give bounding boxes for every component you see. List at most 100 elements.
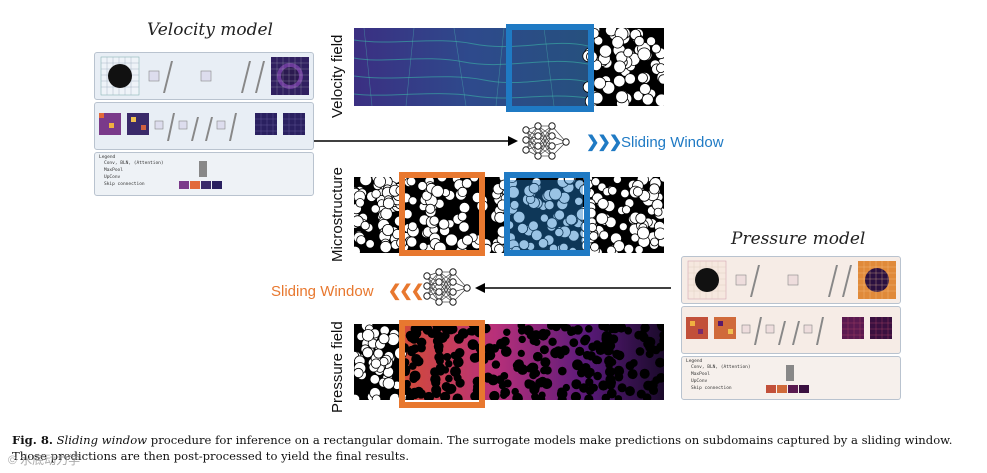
particle (648, 382, 656, 391)
legend-item-conv: Conv, BLN, (Attention) (691, 365, 751, 370)
particle (381, 224, 394, 237)
particle (598, 324, 607, 331)
particle (491, 360, 501, 369)
network-node (423, 292, 431, 300)
particle (618, 222, 628, 232)
particle (629, 359, 638, 367)
particle (557, 387, 566, 396)
particle (585, 378, 594, 387)
velocity-legend-panel: Legend Conv, BLN, (Attention) MaxPool Up… (94, 152, 314, 196)
particle (550, 347, 561, 359)
particle (457, 211, 468, 222)
network-node (548, 122, 556, 130)
network-node (435, 288, 443, 296)
particle (554, 227, 564, 238)
network-node (449, 288, 457, 296)
particle (370, 358, 382, 369)
particle (613, 74, 626, 88)
sliding-window-label-top: Sliding Window (621, 134, 724, 151)
particle (532, 369, 541, 378)
particle (572, 359, 583, 371)
particle (359, 177, 373, 187)
network-node (562, 138, 570, 146)
network-edge (537, 135, 553, 157)
particle (434, 345, 444, 355)
particle (445, 233, 458, 247)
particle (613, 240, 626, 252)
particle (539, 345, 549, 355)
particle (467, 339, 479, 350)
particle (441, 382, 451, 392)
particle (655, 357, 664, 368)
particle (365, 239, 375, 249)
figure-caption: Fig. 8. Sliding window procedure for inf… (12, 432, 982, 464)
particle (408, 196, 418, 206)
particle (636, 389, 646, 399)
particle (577, 368, 586, 378)
particle (431, 378, 441, 388)
particle (595, 212, 609, 225)
particle (599, 230, 610, 241)
particle (617, 383, 627, 393)
particle (354, 367, 364, 379)
particle (484, 343, 495, 354)
particle (517, 349, 525, 357)
particle (558, 366, 567, 376)
particle (560, 324, 569, 332)
particle (425, 203, 436, 214)
particle (590, 242, 600, 252)
particle (417, 181, 428, 191)
particle (639, 368, 650, 379)
particle (638, 329, 647, 339)
particle (533, 338, 541, 346)
particle (523, 325, 534, 336)
particle (625, 386, 635, 397)
legend-item-maxpool: MaxPool (104, 168, 123, 173)
pressure-model-title: Pressure model (731, 229, 866, 249)
particle (652, 376, 661, 385)
particle (382, 377, 395, 390)
particle (607, 186, 618, 196)
particle (455, 378, 465, 388)
particle (634, 245, 644, 253)
particle (403, 386, 412, 396)
particle (623, 243, 635, 253)
pressure-window-box (399, 320, 485, 408)
particle (634, 35, 645, 47)
particle (443, 353, 452, 361)
velocity-unet-row-2 (94, 102, 314, 150)
network-node (449, 278, 457, 286)
particle (635, 212, 647, 224)
particle (615, 90, 629, 104)
particle (514, 359, 524, 370)
particle (410, 328, 422, 339)
particle (598, 380, 609, 391)
particle (623, 47, 633, 58)
particle (586, 352, 595, 361)
sliding-window-label-bottom: Sliding Window (271, 283, 374, 300)
particle (588, 342, 597, 352)
particle (554, 209, 566, 221)
network-edge (438, 271, 454, 293)
particle (616, 324, 627, 333)
chevrons-right-icon: ❯❯❯ (586, 134, 622, 151)
particle (620, 188, 630, 199)
particle (542, 329, 551, 337)
velocity-field-label: Velocity field (329, 34, 346, 118)
velocity-unet-row-1 (94, 52, 314, 100)
particle (641, 93, 654, 106)
particle (630, 233, 640, 243)
neural-network-icon-top (522, 122, 570, 160)
particle (354, 245, 361, 253)
particle (549, 187, 562, 201)
particle (540, 357, 551, 368)
legend-item-maxpool: MaxPool (691, 372, 710, 377)
particle (614, 372, 624, 382)
network-node (534, 132, 542, 140)
network-node (435, 268, 443, 276)
particle (605, 366, 614, 375)
particle (500, 336, 510, 346)
particle (639, 83, 651, 95)
particle (571, 379, 582, 390)
particle (533, 351, 543, 362)
